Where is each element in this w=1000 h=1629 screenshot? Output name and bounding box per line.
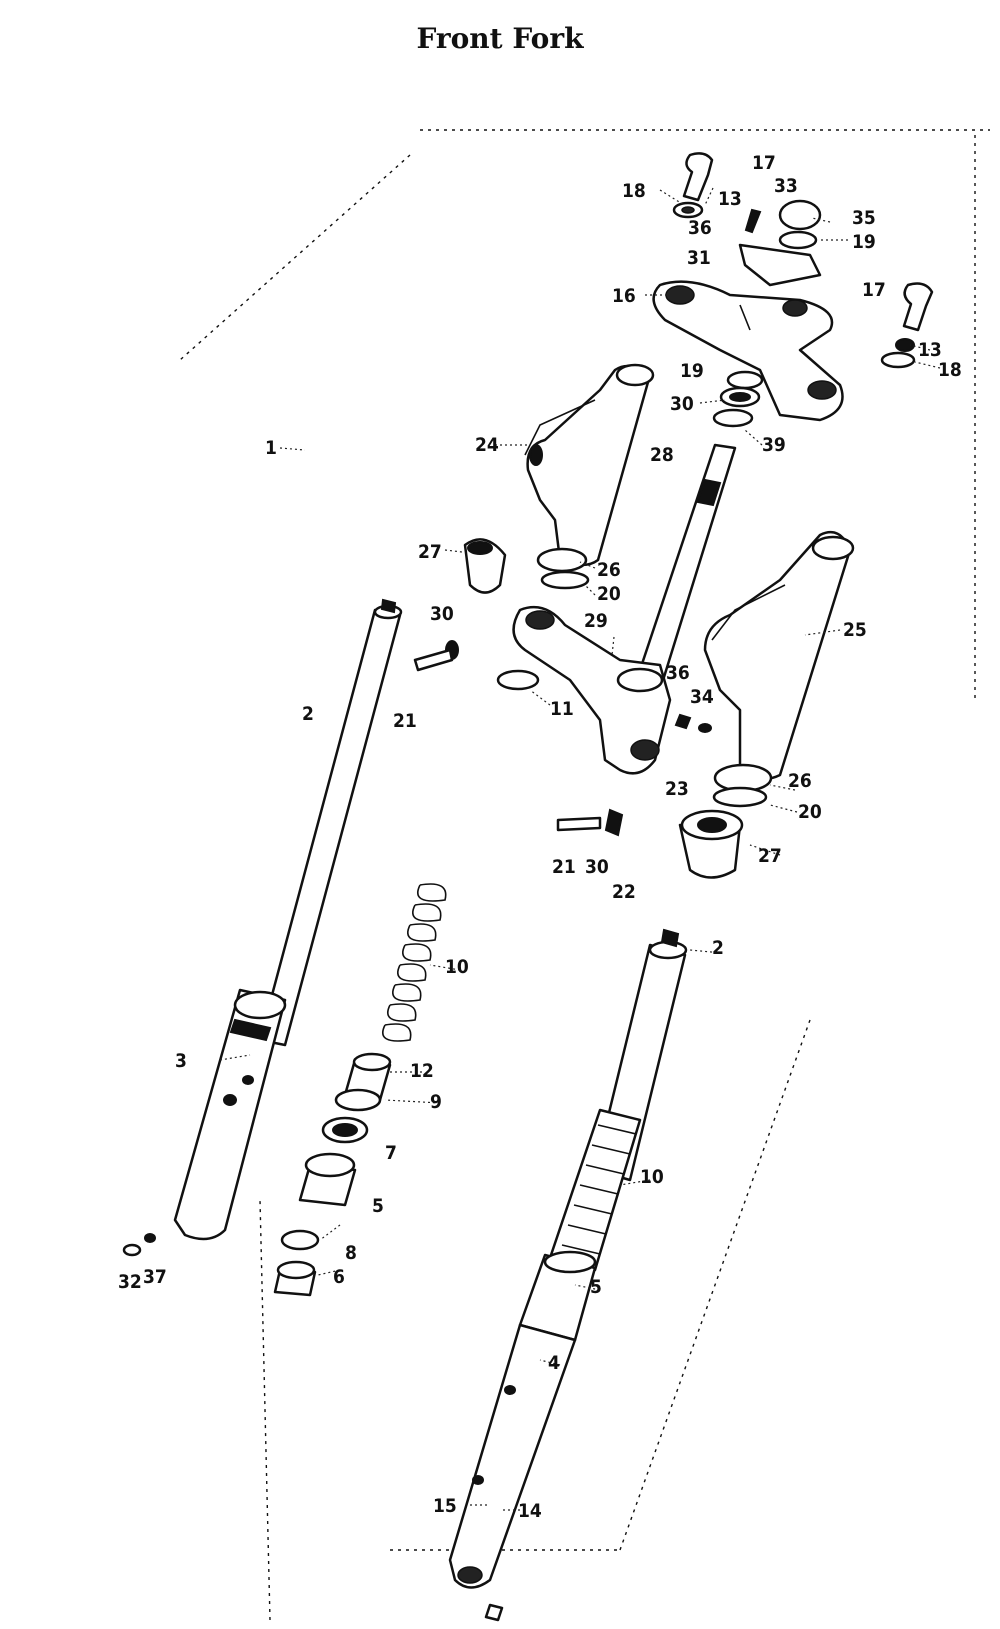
callout-9: 9 — [430, 1091, 442, 1113]
cover-rings-right — [678, 763, 773, 879]
callout-17: 17 — [752, 152, 776, 174]
damper-parts-left — [273, 1052, 392, 1297]
callout-32: 32 — [118, 1271, 142, 1293]
callout-37: 37 — [143, 1266, 167, 1288]
callout-17: 17 — [862, 279, 886, 301]
callout-2: 2 — [302, 703, 314, 725]
callout-30: 30 — [670, 393, 694, 415]
callout-10: 10 — [445, 956, 469, 978]
callout-30: 30 — [430, 603, 454, 625]
callout-4: 4 — [548, 1352, 560, 1374]
leader-lines — [219, 187, 941, 1511]
callout-29: 29 — [584, 610, 608, 632]
callout-30: 30 — [585, 856, 609, 878]
callout-21: 21 — [552, 856, 576, 878]
top-bolt-right — [880, 282, 934, 369]
callout-13: 13 — [718, 188, 742, 210]
callout-2: 2 — [712, 937, 724, 959]
callout-31: 31 — [687, 247, 711, 269]
callout-10: 10 — [640, 1166, 664, 1188]
small-hardware — [413, 640, 712, 837]
callout-1: 1 — [265, 437, 277, 459]
stem-washers — [712, 370, 764, 428]
assembly-boundary — [179, 129, 990, 1621]
inner-tube-left — [258, 598, 403, 1047]
outer-tube-left — [122, 988, 287, 1257]
cover-rings-left — [463, 538, 590, 594]
callout-16: 16 — [612, 285, 636, 307]
callout-labels: 1 2 2 3 4 5 5 6 7 8 9 10 10 11 12 13 13 … — [118, 152, 962, 1522]
callout-12: 12 — [410, 1060, 434, 1082]
fork-spring-left — [382, 883, 447, 1042]
callout-3: 3 — [175, 1050, 187, 1072]
callout-11: 11 — [550, 698, 574, 720]
callout-34: 34 — [690, 686, 714, 708]
callout-33: 33 — [774, 175, 798, 197]
callout-28: 28 — [650, 444, 674, 466]
callout-5: 5 — [372, 1195, 384, 1217]
callout-36: 36 — [666, 662, 690, 684]
callout-19: 19 — [852, 231, 876, 253]
callout-14: 14 — [518, 1500, 542, 1522]
under-bracket — [512, 605, 672, 775]
callout-27: 27 — [418, 541, 442, 563]
callout-36: 36 — [688, 217, 712, 239]
callout-22: 22 — [612, 881, 636, 903]
callout-26: 26 — [597, 559, 621, 581]
callout-8: 8 — [345, 1242, 357, 1264]
callout-21: 21 — [393, 710, 417, 732]
callout-6: 6 — [333, 1266, 345, 1288]
diagram-title: Front Fork — [416, 22, 584, 55]
callout-39: 39 — [762, 434, 786, 456]
callout-26: 26 — [788, 770, 812, 792]
dust-boot-right — [548, 1108, 642, 1272]
callout-24: 24 — [475, 434, 499, 456]
headlight-bracket-right — [703, 530, 855, 781]
callout-20: 20 — [597, 583, 621, 605]
top-bridge — [652, 280, 844, 422]
callout-13: 13 — [918, 339, 942, 361]
callout-7: 7 — [385, 1142, 397, 1164]
top-bolt-left — [672, 152, 714, 219]
callout-18: 18 — [622, 180, 646, 202]
outer-tube-right — [448, 1250, 597, 1622]
callout-5: 5 — [590, 1276, 602, 1298]
headlight-bracket-left — [524, 363, 655, 567]
callout-25: 25 — [843, 619, 867, 641]
callout-23: 23 — [665, 778, 689, 800]
callout-15: 15 — [433, 1495, 457, 1517]
handlebar-clamp — [738, 199, 822, 287]
callout-27: 27 — [758, 845, 782, 867]
callout-35: 35 — [852, 207, 876, 229]
callout-19: 19 — [680, 360, 704, 382]
callout-20: 20 — [798, 801, 822, 823]
callout-18: 18 — [938, 359, 962, 381]
